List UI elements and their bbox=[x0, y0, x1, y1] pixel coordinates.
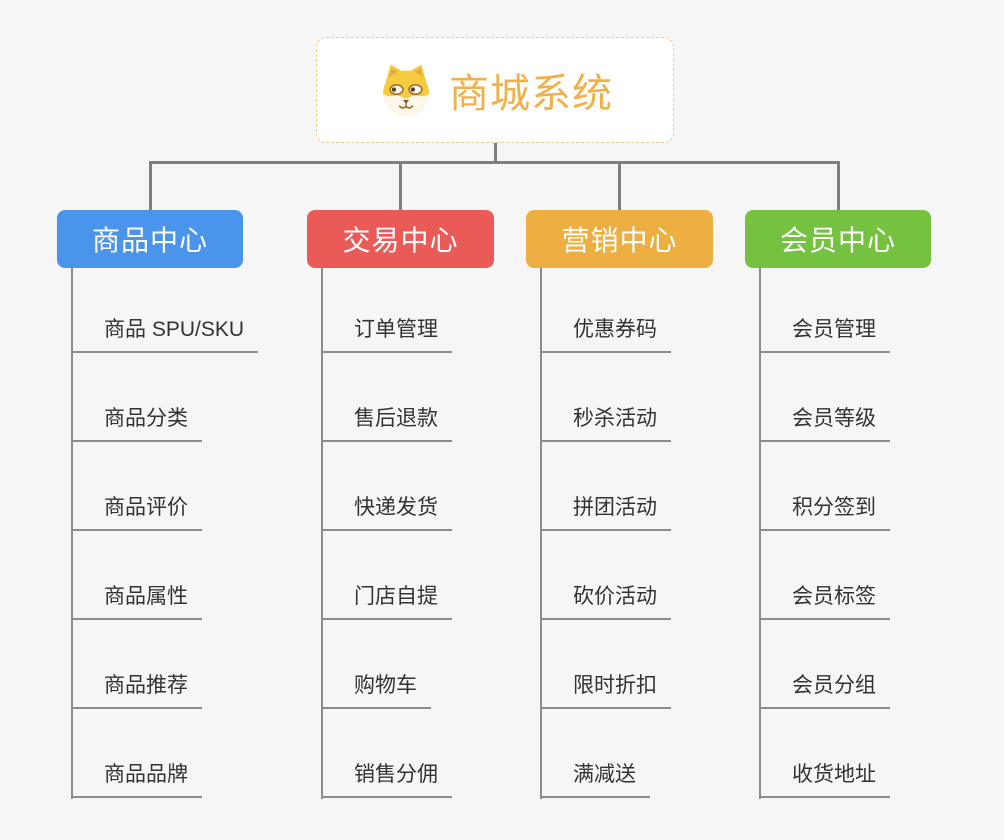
leaf-node[interactable]: 限时折扣 bbox=[540, 673, 671, 709]
spine-member-center bbox=[759, 268, 761, 799]
leaf-node[interactable]: 商品属性 bbox=[71, 584, 202, 620]
spine-product-center bbox=[71, 268, 73, 799]
leaf-node[interactable]: 优惠券码 bbox=[540, 317, 671, 353]
spine-marketing-center bbox=[540, 268, 542, 799]
branch-node-product-center[interactable]: 商品中心 bbox=[57, 210, 243, 268]
connector-drop-marketing bbox=[618, 161, 621, 211]
leaf-node[interactable]: 订单管理 bbox=[321, 317, 452, 353]
leaf-node[interactable]: 商品分类 bbox=[71, 406, 202, 442]
branch-node-member-center[interactable]: 会员中心 bbox=[745, 210, 931, 268]
leaf-node[interactable]: 售后退款 bbox=[321, 406, 452, 442]
leaf-node[interactable]: 快递发货 bbox=[321, 495, 452, 531]
leaf-node[interactable]: 会员标签 bbox=[759, 584, 890, 620]
leaf-node[interactable]: 拼团活动 bbox=[540, 495, 671, 531]
branch-node-marketing-center[interactable]: 营销中心 bbox=[526, 210, 713, 268]
leaf-node[interactable]: 商品品牌 bbox=[71, 762, 202, 798]
leaf-node[interactable]: 会员管理 bbox=[759, 317, 890, 353]
leaf-node[interactable]: 门店自提 bbox=[321, 584, 452, 620]
leaf-node[interactable]: 商品推荐 bbox=[71, 673, 202, 709]
leaf-node[interactable]: 会员等级 bbox=[759, 406, 890, 442]
leaf-node[interactable]: 销售分佣 bbox=[321, 762, 452, 798]
connector-root-stem bbox=[494, 143, 497, 163]
connector-horizontal-bus bbox=[149, 161, 840, 164]
connector-drop-member bbox=[837, 161, 840, 211]
root-node-mall-system[interactable]: 商城系统 bbox=[316, 37, 674, 143]
leaf-node[interactable]: 满减送 bbox=[540, 762, 650, 798]
root-node-label: 商城系统 bbox=[449, 72, 613, 116]
spine-trade-center bbox=[321, 268, 323, 799]
leaf-node[interactable]: 商品 SPU/SKU bbox=[71, 317, 259, 353]
leaf-node[interactable]: 秒杀活动 bbox=[540, 406, 671, 442]
branch-node-trade-center[interactable]: 交易中心 bbox=[307, 210, 494, 268]
leaf-node[interactable]: 积分签到 bbox=[759, 495, 890, 531]
leaf-node[interactable]: 砍价活动 bbox=[540, 584, 671, 620]
connector-drop-trade bbox=[399, 161, 402, 211]
connector-drop-product bbox=[149, 161, 152, 211]
leaf-node[interactable]: 购物车 bbox=[321, 673, 431, 709]
leaf-node[interactable]: 商品评价 bbox=[71, 495, 202, 531]
leaf-node[interactable]: 会员分组 bbox=[759, 673, 890, 709]
leaf-node[interactable]: 收货地址 bbox=[759, 762, 890, 798]
dog-face-icon bbox=[377, 62, 435, 118]
